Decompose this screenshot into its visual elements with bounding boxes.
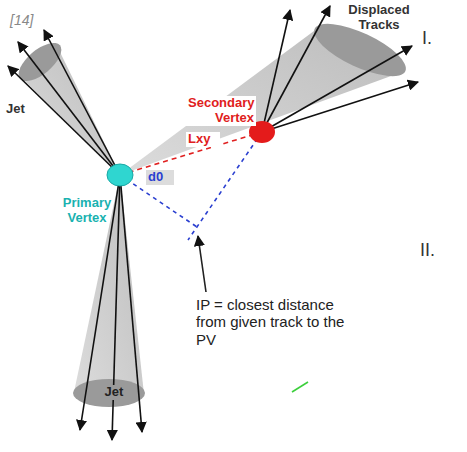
distance-label: Lxy bbox=[186, 132, 220, 147]
vertex-label: Secondary Vertex bbox=[186, 96, 256, 126]
annotation-note: IP = closest distance from given track t… bbox=[196, 296, 346, 348]
jet-label: Jet bbox=[6, 102, 42, 117]
jet-label: Jet bbox=[97, 385, 131, 400]
vertex-label: Primary Vertex bbox=[56, 196, 118, 226]
list-numeral: II. bbox=[420, 240, 460, 261]
track-label: Displaced Tracks bbox=[344, 3, 414, 33]
impact-parameter-label: d0 bbox=[146, 170, 174, 185]
reference-number: [14] bbox=[10, 12, 60, 28]
list-numeral: I. bbox=[422, 28, 462, 49]
